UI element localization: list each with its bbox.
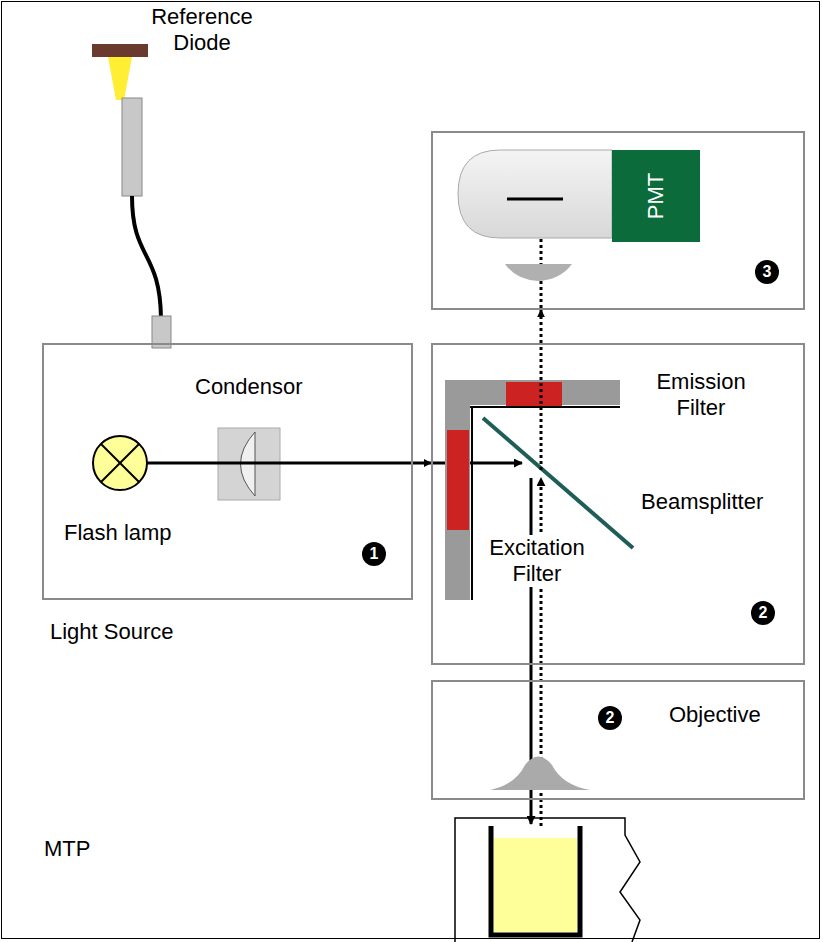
objective-lens <box>490 757 590 791</box>
objective-box: Objective 2 <box>431 680 805 800</box>
pmt-lens <box>505 264 572 281</box>
part-label: MTP <box>44 836 90 862</box>
emission-filter <box>506 382 562 406</box>
callout-number: 2 <box>598 706 622 730</box>
part-label: Emission Filter <box>631 369 771 421</box>
pmt-tube <box>458 150 612 238</box>
excitation-beam <box>431 462 522 465</box>
fiber-connector <box>122 98 142 196</box>
light-path <box>413 462 431 465</box>
diode-light <box>108 57 132 100</box>
pmt-detector <box>507 198 563 201</box>
part-label: Excitation Filter <box>479 535 595 587</box>
module-label: PMT <box>643 173 669 219</box>
part-label: Objective <box>669 702 761 728</box>
diode-bar <box>92 44 148 57</box>
part-label: Beamsplitter <box>641 489 763 515</box>
flash-lamp <box>93 436 147 490</box>
pmt-housing: 3 PMT <box>431 131 805 310</box>
callout-number: 1 <box>362 542 386 566</box>
fiber-cable <box>132 196 161 318</box>
part-label: Flash lamp <box>64 520 172 546</box>
light-path <box>540 310 543 343</box>
excitation-beam <box>147 462 413 465</box>
callout-number: 3 <box>755 260 779 284</box>
lamp-cross <box>101 444 139 482</box>
callout-number: 2 <box>751 601 775 625</box>
part-label: Reference Diode <box>138 4 266 56</box>
light-source-box: Light SourceCondensorFlash lamp1 <box>42 343 413 600</box>
section-heading: Light Source <box>50 619 174 645</box>
part-label: Condensor <box>195 374 303 400</box>
filter-holder-edge <box>471 407 473 600</box>
excitation-filter <box>447 430 469 530</box>
filter-module-box: Emission FilterBeamsplitterExcitation Fi… <box>431 343 805 665</box>
beamsplitter-mirror <box>483 418 633 548</box>
lamp-cross <box>101 444 139 482</box>
microplate-outline <box>455 818 640 942</box>
filter-holder-edge <box>470 406 620 408</box>
microplate-well <box>491 826 580 935</box>
well-liquid <box>494 838 577 932</box>
pmt-module: PMT <box>612 150 700 242</box>
emission-beam <box>540 345 543 470</box>
